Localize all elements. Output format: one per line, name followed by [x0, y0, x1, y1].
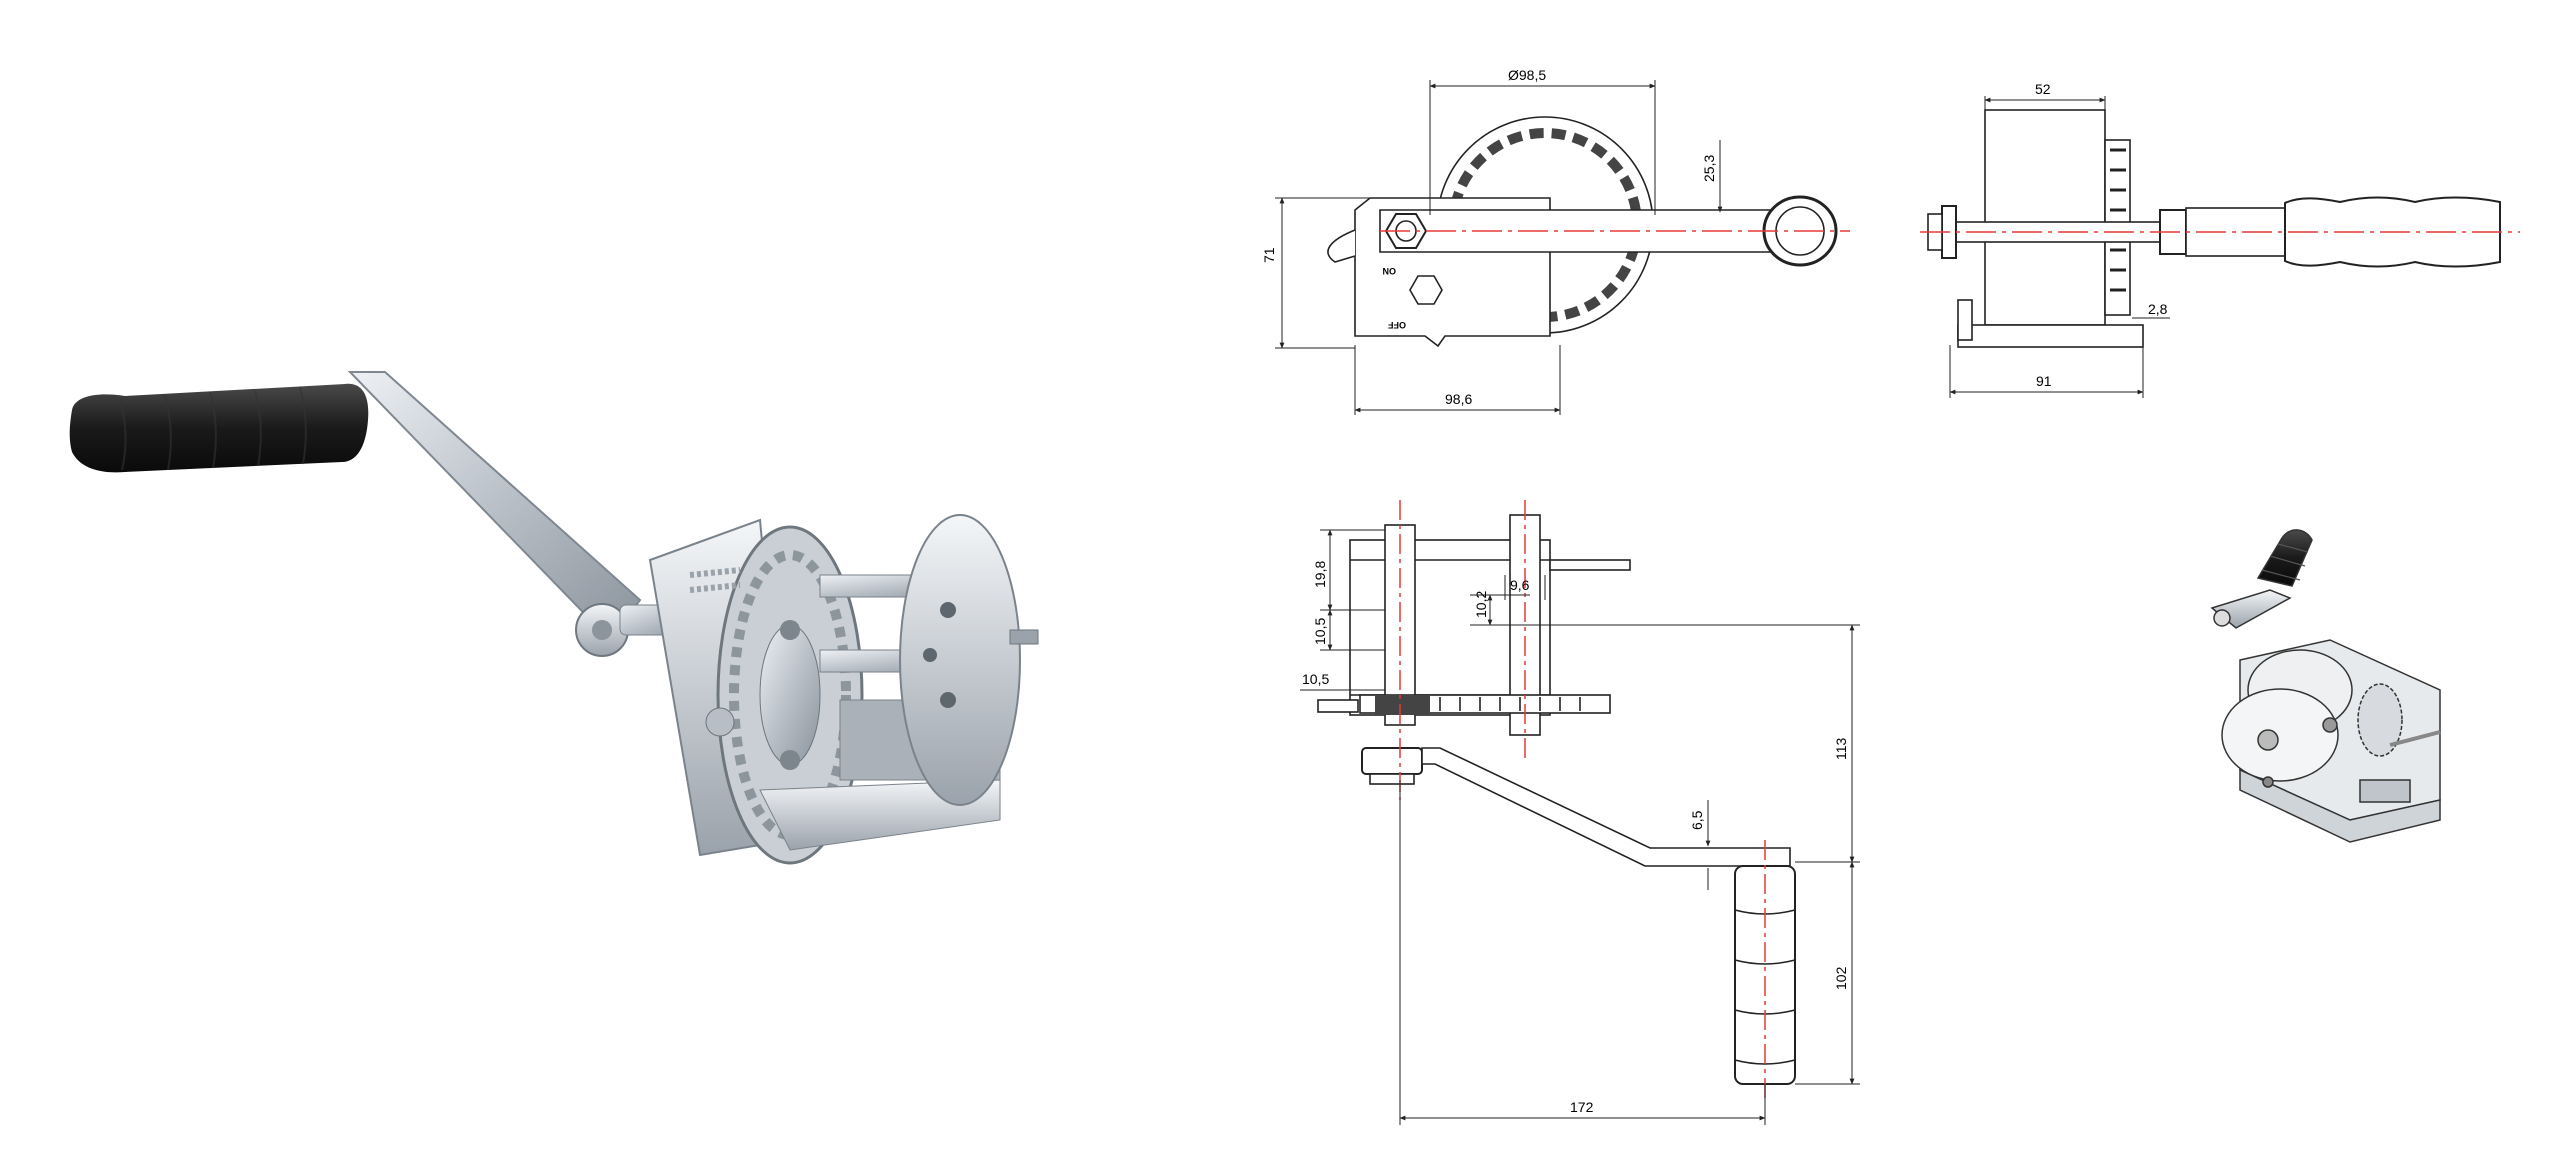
winch-isometric-icon: [2210, 529, 2441, 843]
top-dim-e: 10,2: [1473, 591, 1489, 618]
top-dim-grip-length: 102: [1833, 966, 1849, 990]
iso-view: [2210, 529, 2441, 843]
front-dim-width: 98,6: [1445, 391, 1472, 407]
front-dim-diameter: Ø98,5: [1508, 67, 1546, 83]
front-view-drawing: [1275, 80, 1850, 415]
side-dim-plate: 2,8: [2148, 301, 2168, 317]
front-dim-height: 71: [1261, 247, 1277, 263]
drum-body: [1984, 109, 2106, 326]
top-dim-a: 19,8: [1312, 561, 1328, 588]
boat-winch-photo-icon: [69, 371, 1039, 865]
top-dim-arm-length: 172: [1570, 1099, 1594, 1115]
top-dim-arm-height: 113: [1833, 737, 1849, 760]
front-dim-handle-offset: 25,3: [1701, 155, 1717, 182]
product-photo: [69, 371, 1039, 865]
side-dim-drum-width: 52: [2035, 81, 2051, 97]
top-view-drawing: [1300, 500, 1860, 1125]
side-dim-total-width: 91: [2036, 373, 2052, 389]
label-on: ON: [1383, 266, 1397, 276]
label-off: OFF: [1388, 320, 1406, 330]
top-dim-b: 10,5: [1312, 618, 1328, 645]
top-dim-c: 10,5: [1302, 671, 1329, 687]
top-dim-d: 9,6: [1510, 577, 1530, 593]
top-dim-arm-thickness: 6,5: [1689, 810, 1705, 830]
side-view-drawing: [1920, 96, 2520, 398]
